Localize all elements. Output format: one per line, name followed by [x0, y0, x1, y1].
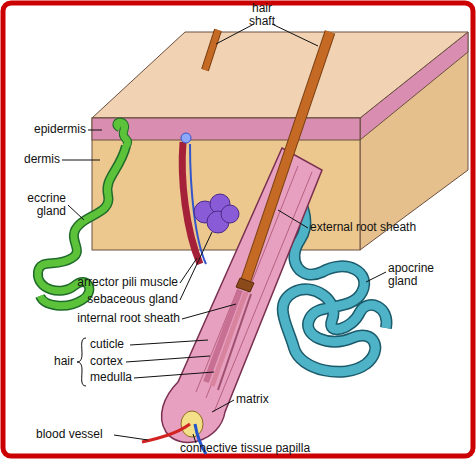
leader-line: [182, 304, 236, 319]
part-label: sebaceous gland: [30, 293, 178, 306]
short-hair-shaft: [205, 30, 218, 70]
part-label: arrector pili muscle: [30, 276, 178, 289]
leader-line: [88, 130, 102, 131]
part-label: epidermis: [8, 123, 86, 136]
hair-follicle: [162, 148, 322, 442]
frame-border: [3, 3, 473, 456]
part-label: dermis: [8, 153, 60, 166]
sebaceous-gland: [194, 194, 239, 233]
leader-line: [180, 232, 212, 300]
skin-surface: [92, 32, 468, 118]
part-label: apocrine gland: [388, 262, 450, 288]
hair-shaft: [246, 32, 330, 280]
leader-line: [366, 272, 386, 282]
leader-line: [216, 24, 254, 44]
part-label: matrix: [236, 393, 316, 406]
hair-medulla-layer: [218, 294, 251, 390]
leader-line: [272, 24, 318, 46]
leader-line: [68, 205, 84, 220]
connective-tissue-papilla: [181, 411, 203, 437]
epidermis-layer: [92, 118, 360, 140]
hair-brace: [77, 338, 86, 386]
hair-shaft-outline: [246, 32, 330, 280]
leader-line: [134, 372, 214, 378]
part-label: cortex: [90, 355, 150, 368]
group-label: hair: [36, 355, 74, 368]
nerve-ending: [181, 133, 191, 143]
part-label: internal root sheath: [30, 312, 180, 325]
leader-line: [212, 400, 234, 412]
leader-line: [126, 356, 210, 362]
part-label: external root sheath: [310, 221, 460, 234]
part-label: medulla: [90, 371, 150, 384]
part-label: blood vessel: [36, 428, 126, 441]
part-label: eccrine gland: [4, 192, 66, 218]
leader-line: [130, 340, 208, 345]
part-label: connective tissue papilla: [180, 442, 400, 455]
part-label: hair shaft: [240, 2, 284, 28]
follicle-sheath-line: [214, 172, 312, 412]
sebaceous-lobe: [221, 205, 239, 223]
leader-line: [180, 258, 197, 283]
follicle-sheath-line: [206, 166, 298, 398]
artery: [142, 424, 190, 442]
leader-line: [114, 435, 148, 440]
part-label: cuticle: [90, 338, 150, 351]
leader-line: [278, 210, 308, 228]
short-hair-shaft-outline: [205, 30, 218, 70]
leader-line: [62, 160, 100, 161]
